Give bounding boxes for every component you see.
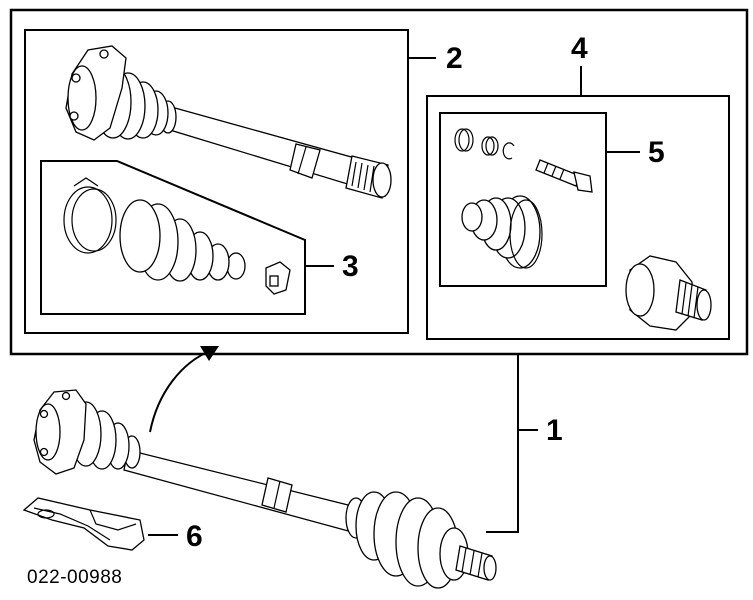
callout-6: 6 <box>186 520 203 553</box>
outer-cv-joint <box>625 255 712 331</box>
complete-axle-shaft <box>33 389 497 589</box>
repair-kit-parts <box>454 128 593 269</box>
callout-1: 1 <box>546 414 563 447</box>
callout-5: 5 <box>648 136 665 169</box>
callout-3: 3 <box>342 250 359 283</box>
diagram-code: 022-00988 <box>27 567 122 588</box>
inner-joint-shaft <box>65 45 392 199</box>
callout-2: 2 <box>446 42 463 75</box>
heat-shield <box>22 497 145 551</box>
leader-line-1 <box>486 354 538 533</box>
inner-boot-kit <box>63 177 291 295</box>
detail-arrow <box>149 346 219 433</box>
callout-4: 4 <box>571 32 588 65</box>
